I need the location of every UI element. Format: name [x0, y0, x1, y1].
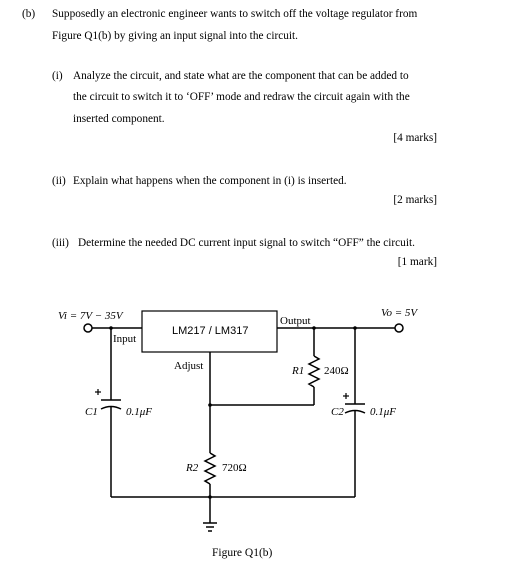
part-iii-marks: [1 mark] [397, 256, 437, 268]
part-i-line3: inserted component. [73, 113, 165, 125]
junction-output-c2 [353, 326, 357, 330]
part-iii-label: (iii) [52, 237, 69, 249]
part-ii-marks: [2 marks] [393, 194, 437, 206]
part-i-label: (i) [52, 70, 63, 82]
output-terminal [394, 323, 404, 333]
part-iii-line1: Determine the needed DC current input si… [78, 237, 415, 249]
question-label: (b) [22, 8, 36, 20]
junction-input [109, 326, 113, 330]
part-i-line2: the circuit to switch it to ‘OFF’ mode a… [73, 91, 410, 103]
r1-value: 240Ω [324, 365, 349, 377]
part-i-marks: [4 marks] [393, 132, 437, 144]
output-label: Output [280, 315, 311, 327]
r1-resistor [307, 355, 321, 388]
input-terminal [83, 323, 93, 333]
part-i-line1: Analyze the circuit, and state what are … [73, 70, 409, 82]
figure-caption: Figure Q1(b) [212, 547, 273, 559]
part-ii-line1: Explain what happens when the component … [73, 175, 347, 187]
regulator-label: LM217 / LM317 [172, 325, 248, 337]
junction-adjust [208, 403, 212, 407]
r1-label: R1 [291, 365, 304, 377]
input-label: Input [113, 333, 136, 345]
c1-label: C1 [85, 406, 98, 418]
junction-output-r1 [312, 326, 316, 330]
question-intro-line1: Supposedly an electronic engineer wants … [52, 8, 418, 20]
r2-resistor [203, 452, 217, 485]
junction-ground-r2 [208, 495, 212, 499]
adjust-label: Adjust [174, 360, 203, 372]
c2-value: 0.1μF [370, 406, 396, 418]
vout-label: Vo = 5V [381, 307, 418, 319]
vin-label: Vi = 7V − 35V [58, 310, 124, 322]
c1-value: 0.1μF [126, 406, 152, 418]
c2-label: C2 [331, 406, 344, 418]
r2-label: R2 [185, 462, 199, 474]
r2-value: 720Ω [222, 462, 247, 474]
part-ii-label: (ii) [52, 175, 66, 187]
question-intro-line2: Figure Q1(b) by giving an input signal i… [52, 30, 298, 42]
